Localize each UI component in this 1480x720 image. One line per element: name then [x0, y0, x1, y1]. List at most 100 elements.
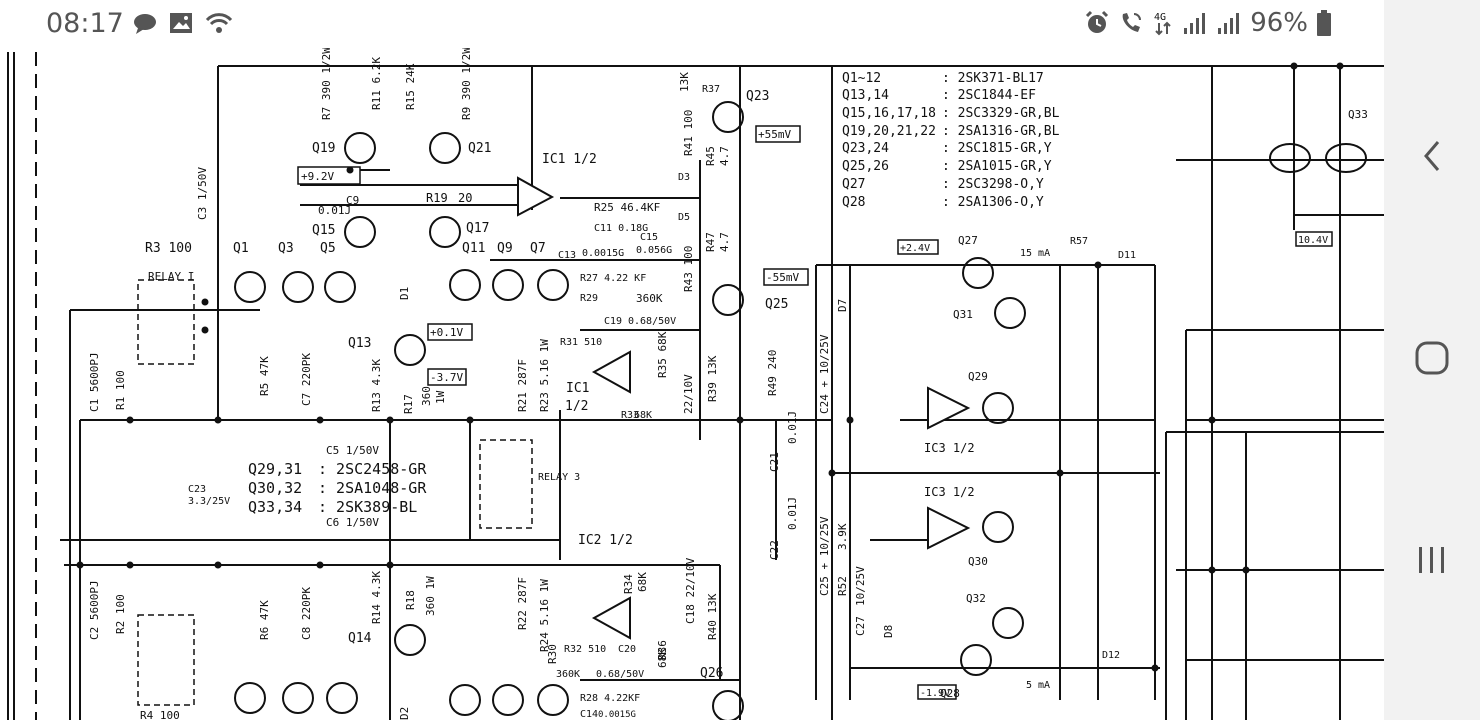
label-c24: C24 + 10/25V: [818, 334, 831, 414]
label-q31: Q31: [953, 308, 973, 321]
label-r21: R21 287F: [516, 359, 529, 412]
label-c2: C2 5600PJ: [88, 580, 101, 640]
legend-type: : 2SC2458-GR: [318, 460, 427, 478]
label-r40: R40 13K: [706, 593, 719, 640]
label-r28: R28 4.22KF: [580, 693, 640, 704]
label-r35: R35 68K: [656, 331, 669, 378]
network-type: 4G: [1154, 12, 1166, 23]
label-c25: C25 + 10/25V: [818, 516, 831, 596]
label-r32: R32 510: [564, 644, 606, 655]
parts-type: : 2SC3329-GR,BL: [942, 106, 1060, 121]
label-q7: Q7: [530, 241, 546, 256]
label-q15: Q15: [312, 223, 335, 238]
parts-part: Q1~12: [842, 71, 881, 86]
back-button[interactable]: [1402, 126, 1462, 186]
parts-type: : 2SC1815-GR,Y: [942, 141, 1052, 156]
label-c9v: 0.01J: [318, 204, 351, 217]
label-q1: Q1: [233, 241, 249, 256]
label-r11: R11 6.2K: [370, 57, 383, 110]
chat-bubble-icon: [134, 14, 156, 34]
parts-table: Q1~12 : 2SK371-BL17 Q13,14 : 2SC1844-EF …: [842, 71, 1060, 210]
label-r13: R13 4.3K: [370, 359, 383, 412]
label-q33: Q33: [1348, 108, 1368, 121]
label-ic1b: IC1: [566, 381, 589, 396]
label-r18: R18: [404, 590, 417, 610]
label-c8: C8 220PK: [300, 587, 313, 640]
label-r14: R14 4.3K: [370, 571, 383, 624]
label-r18v: 360 1W: [424, 576, 437, 616]
label-r4: R4 100: [140, 709, 180, 720]
schematic-image[interactable]: R3 100 RELAY I Q1 Q3 Q5 Q19 Q21 Q15 Q17 …: [0, 48, 1384, 720]
label-n20: 20: [458, 191, 472, 205]
label-r34: R34: [622, 574, 635, 594]
alarm-icon: [1086, 10, 1109, 33]
label-r49: R49 240: [766, 350, 779, 396]
parts-part: Q25,26: [842, 159, 889, 174]
label-c13: C13: [558, 250, 576, 261]
label-r52v: 3.9K: [836, 523, 849, 550]
battery-icon: [1317, 10, 1331, 36]
label-r3: R3 100: [145, 241, 192, 256]
label-r25: R25 46.4KF: [594, 201, 660, 214]
label-r45v: 4.7: [718, 146, 731, 166]
label-r2: R2 100: [114, 594, 127, 634]
recents-icon: [1419, 547, 1444, 573]
label-r47v: 4.7: [718, 232, 731, 252]
label-q5: Q5: [320, 241, 336, 256]
label-v55n: -55mV: [766, 271, 799, 284]
label-ma15: 15 mA: [1020, 248, 1050, 259]
label-c23: C23: [188, 484, 206, 495]
image-icon: [170, 13, 192, 33]
label-q26: Q26: [700, 666, 723, 681]
label-q32: Q32: [966, 592, 986, 605]
label-c21v: 0.01J: [786, 411, 799, 444]
label-q23: Q23: [746, 89, 769, 104]
label-r34v: 68K: [636, 572, 649, 592]
label-v55p: +55mV: [758, 128, 791, 141]
label-c27: C27: [854, 616, 867, 636]
label-r7: R7 390 1/2W: [320, 48, 333, 120]
legend-type: : 2SA1048-GR: [318, 479, 427, 497]
label-r30c: 0.68/50V: [596, 669, 644, 680]
label-q11: Q11: [462, 241, 485, 256]
label-r37v: 13K: [678, 72, 691, 92]
label-r19: R19: [426, 191, 448, 205]
label-ic2: IC2 1/2: [578, 533, 633, 548]
label-r24: R24 5.16 1W: [538, 579, 551, 652]
label-r15: R15 24K: [404, 63, 417, 110]
label-r1: R1 100: [114, 370, 127, 410]
label-r45: R45: [704, 146, 717, 166]
label-v37: -3.7V: [430, 371, 463, 384]
parts-type: : 2SA1015-GR,Y: [942, 159, 1052, 174]
label-q14: Q14: [348, 631, 372, 646]
label-d5: D5: [678, 212, 690, 223]
label-r17v: 360: [420, 386, 433, 406]
label-c18: C18 22/10V: [684, 557, 697, 624]
label-c22v: 0.01J: [786, 497, 799, 530]
label-r37: R37: [702, 84, 720, 95]
label-q19: Q19: [312, 141, 335, 156]
label-q3: Q3: [278, 241, 294, 256]
label-c5: C5 1/50V: [326, 444, 379, 457]
parts-part: Q13,14: [842, 88, 889, 103]
label-r29: R29: [580, 293, 598, 304]
signal-bars-icon: [1218, 13, 1240, 34]
label-c22: C22: [768, 540, 781, 560]
label-c1: C1 5600PJ: [88, 352, 101, 412]
label-r36: R36: [656, 640, 669, 660]
label-c15: C15: [640, 232, 658, 243]
label-c3: C3 1/50V: [196, 167, 209, 220]
label-c7: C7 220PK: [300, 353, 313, 406]
label-r52: R52: [836, 576, 849, 596]
label-c9: C9: [346, 194, 359, 207]
legend-type: : 2SK389-BL: [318, 498, 417, 516]
label-r23: R23 5.16 1W: [538, 339, 551, 412]
home-button[interactable]: [1402, 328, 1462, 388]
label-c27v: 10/25V: [854, 566, 867, 606]
label-relay3: RELAY 3: [538, 472, 580, 483]
label-q29: Q29: [968, 370, 988, 383]
label-c14v: 0.0015G: [598, 710, 636, 720]
recents-button[interactable]: [1402, 530, 1462, 590]
label-r27: R27 4.22 KF: [580, 273, 646, 284]
status-time: 08:17: [46, 8, 124, 39]
